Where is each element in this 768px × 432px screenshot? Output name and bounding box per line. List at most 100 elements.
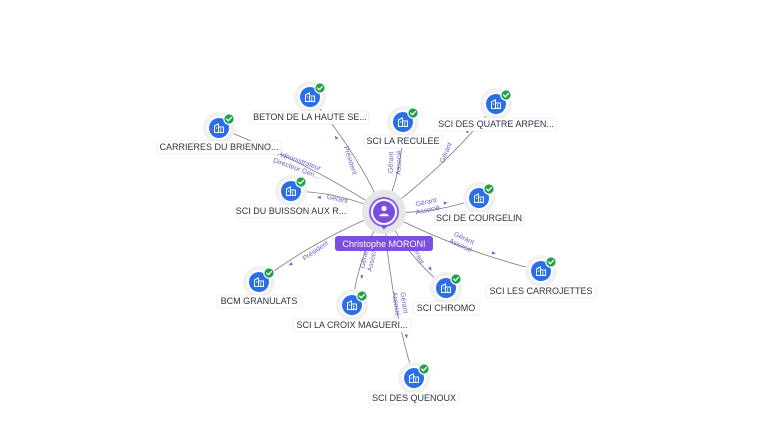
active-status-badge (545, 256, 557, 268)
check-icon (297, 179, 305, 185)
company-name: SCI DE COURGELIN (436, 213, 522, 223)
company-building-icon (536, 266, 546, 276)
company-node-chromo[interactable]: SCI CHROMO (412, 272, 480, 316)
relation-role: Gérant (399, 292, 409, 314)
company-label-box (433, 211, 525, 226)
check-icon (420, 366, 428, 372)
company-name: SCI DU BUISSON AUX R... (236, 206, 347, 216)
active-status-badge (500, 89, 512, 101)
company-building-icon (347, 300, 357, 310)
active-status-badge (314, 82, 326, 94)
relation-role: Associé (415, 205, 441, 217)
relation-role: Gérant (326, 194, 348, 205)
company-label-box (250, 110, 370, 125)
company-name: BCM GRANULATS (221, 296, 298, 306)
company-label-box (292, 318, 412, 333)
relation-arrow-icon (404, 334, 408, 339)
company-name: SCI LES CARROJETTES (489, 286, 592, 296)
company-name: SCI CHROMO (417, 303, 476, 313)
relation-role: Associé (396, 150, 404, 175)
company-label-box (216, 294, 302, 309)
company-label-box (363, 134, 443, 149)
relation-label: Président (302, 240, 330, 263)
company-node-croix[interactable]: SCI LA CROIX MAGUERI... (292, 289, 412, 333)
relation-arrow-icon (288, 262, 293, 266)
company-node-quenoux[interactable]: SCI DES QUENOUX (368, 362, 460, 406)
relation-role: Gérant (359, 247, 370, 269)
company-node-carrieres[interactable]: CARRIERES DU BRIENNO... (156, 112, 282, 155)
person-icon (379, 205, 389, 217)
check-icon (316, 85, 324, 91)
relation-role: Président (342, 145, 358, 175)
company-name: SCI DES QUATRE ARPEN... (438, 119, 554, 129)
company-name: BETON DE LA HAUTE SE... (253, 112, 367, 122)
company-nodes: CARRIERES DU BRIENNO... BETON DE LA HAUTE… (156, 81, 597, 406)
relation-role: Associé (367, 247, 379, 273)
check-icon (452, 276, 460, 282)
company-name: SCI LA RECULEE (366, 136, 439, 146)
company-node-courgelin[interactable]: SCI DE COURGELIN (433, 182, 525, 226)
active-status-badge (450, 273, 462, 285)
check-icon (225, 116, 233, 122)
relation-arrow-icon (360, 274, 364, 279)
check-icon (265, 270, 273, 276)
relation-label: Président (342, 145, 358, 175)
active-status-badge (223, 113, 235, 125)
check-icon (485, 186, 493, 192)
relation-arrow-icon (443, 201, 448, 205)
active-status-badge (356, 290, 368, 302)
relation-edge (218, 127, 385, 213)
active-status-badge (263, 267, 275, 279)
company-node-bcm[interactable]: BCM GRANULATS (216, 266, 302, 309)
company-building-icon (286, 186, 296, 196)
company-name: SCI DES QUENOUX (372, 393, 456, 403)
relation-role: Gérant (415, 197, 437, 208)
company-node-carrojettes[interactable]: SCI LES CARROJETTES (485, 255, 597, 299)
relation-arrow-icon (491, 251, 496, 255)
active-status-badge (418, 363, 430, 375)
center-person-name: Christophe MORONI (342, 239, 425, 249)
company-node-quatre[interactable]: SCI DES QUATRE ARPEN... (434, 88, 558, 132)
company-name: CARRIERES DU BRIENNO... (159, 142, 278, 152)
company-node-reculee[interactable]: SCI LA RECULEE (363, 106, 443, 149)
company-label-box (234, 204, 348, 219)
company-name: SCI LA CROIX MAGUERI... (296, 320, 407, 330)
center-node-core (373, 201, 395, 223)
company-label-box (412, 301, 480, 316)
check-icon (409, 110, 417, 116)
check-icon (502, 92, 510, 98)
company-building-icon (305, 92, 315, 102)
active-status-badge (295, 176, 307, 188)
relation-arrow-icon (334, 135, 339, 140)
company-building-icon (398, 117, 408, 127)
relation-role: Président (302, 240, 330, 263)
center-person-node[interactable]: Christophe MORONI (335, 190, 433, 251)
check-icon (358, 293, 366, 299)
relation-arrow-icon (427, 266, 432, 271)
relation-role: Associé (390, 291, 400, 316)
relation-label: Gérant (326, 194, 348, 205)
check-icon (547, 259, 555, 265)
company-building-icon (441, 283, 451, 293)
company-label-box (368, 391, 460, 406)
active-status-badge (407, 107, 419, 119)
company-node-beton[interactable]: BETON DE LA HAUTE SE... (250, 81, 370, 125)
active-status-badge (483, 183, 495, 195)
relation-arrow-icon (316, 196, 322, 200)
company-building-icon (254, 277, 264, 287)
center-label-pointer (380, 225, 388, 230)
relation-role: Gérant (388, 152, 396, 174)
company-label-box (485, 284, 597, 299)
center-label-box (335, 236, 433, 251)
company-building-icon (409, 373, 419, 383)
company-building-icon (214, 123, 224, 133)
company-building-icon (474, 193, 484, 203)
company-node-buisson[interactable]: SCI DU BUISSON AUX R... (234, 175, 348, 219)
